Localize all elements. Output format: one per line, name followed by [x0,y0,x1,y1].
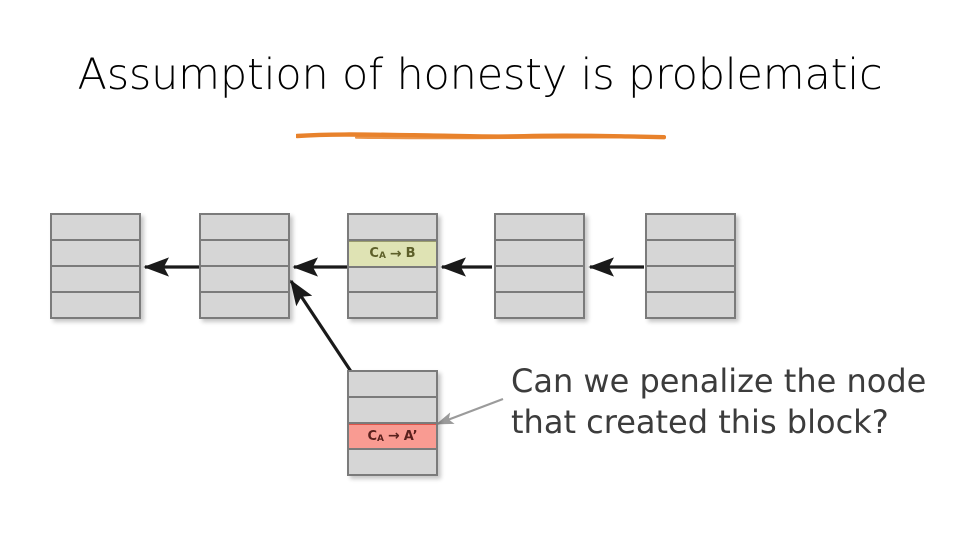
block-row [647,293,734,317]
block-row [647,241,734,267]
block-row [349,450,436,474]
page-title: Assumption of honesty is problematic [77,50,883,100]
block-row [496,241,583,267]
block-row [349,293,436,317]
block-row [496,293,583,317]
block-row [647,267,734,293]
block-row [349,397,436,424]
block-row [201,241,288,267]
tx-receiver: B [405,246,416,262]
tx-sender-subscript: A [377,433,384,444]
tx-receiver: A’ [403,428,418,444]
block-row [52,293,139,317]
block-row [52,267,139,293]
block-row [349,267,436,294]
annotation-pointer-icon [435,397,504,426]
chain-arrow-fork-to-2 [289,279,354,374]
tx-arrow-icon: → [387,428,400,445]
chain-block-4[interactable] [494,213,585,319]
block-row [496,267,583,293]
chain-block-2[interactable] [199,213,290,319]
tx-sender-subscript: A [378,251,386,262]
block-row [52,215,139,241]
chain-block-1[interactable] [50,213,141,319]
tx-sender: C [367,428,378,444]
block-row [201,293,288,317]
block-row [201,215,288,241]
tx-sender: C [369,246,379,262]
block-row [349,215,436,241]
annotation-question-text: Can we penalize the node that created th… [511,362,927,441]
block-row [647,215,734,241]
block-row [201,267,288,293]
block-row [349,372,436,398]
block-row [52,241,139,267]
tx-arrow-icon: → [389,245,402,262]
chain-block-5[interactable] [645,213,736,319]
block-row [496,215,583,241]
